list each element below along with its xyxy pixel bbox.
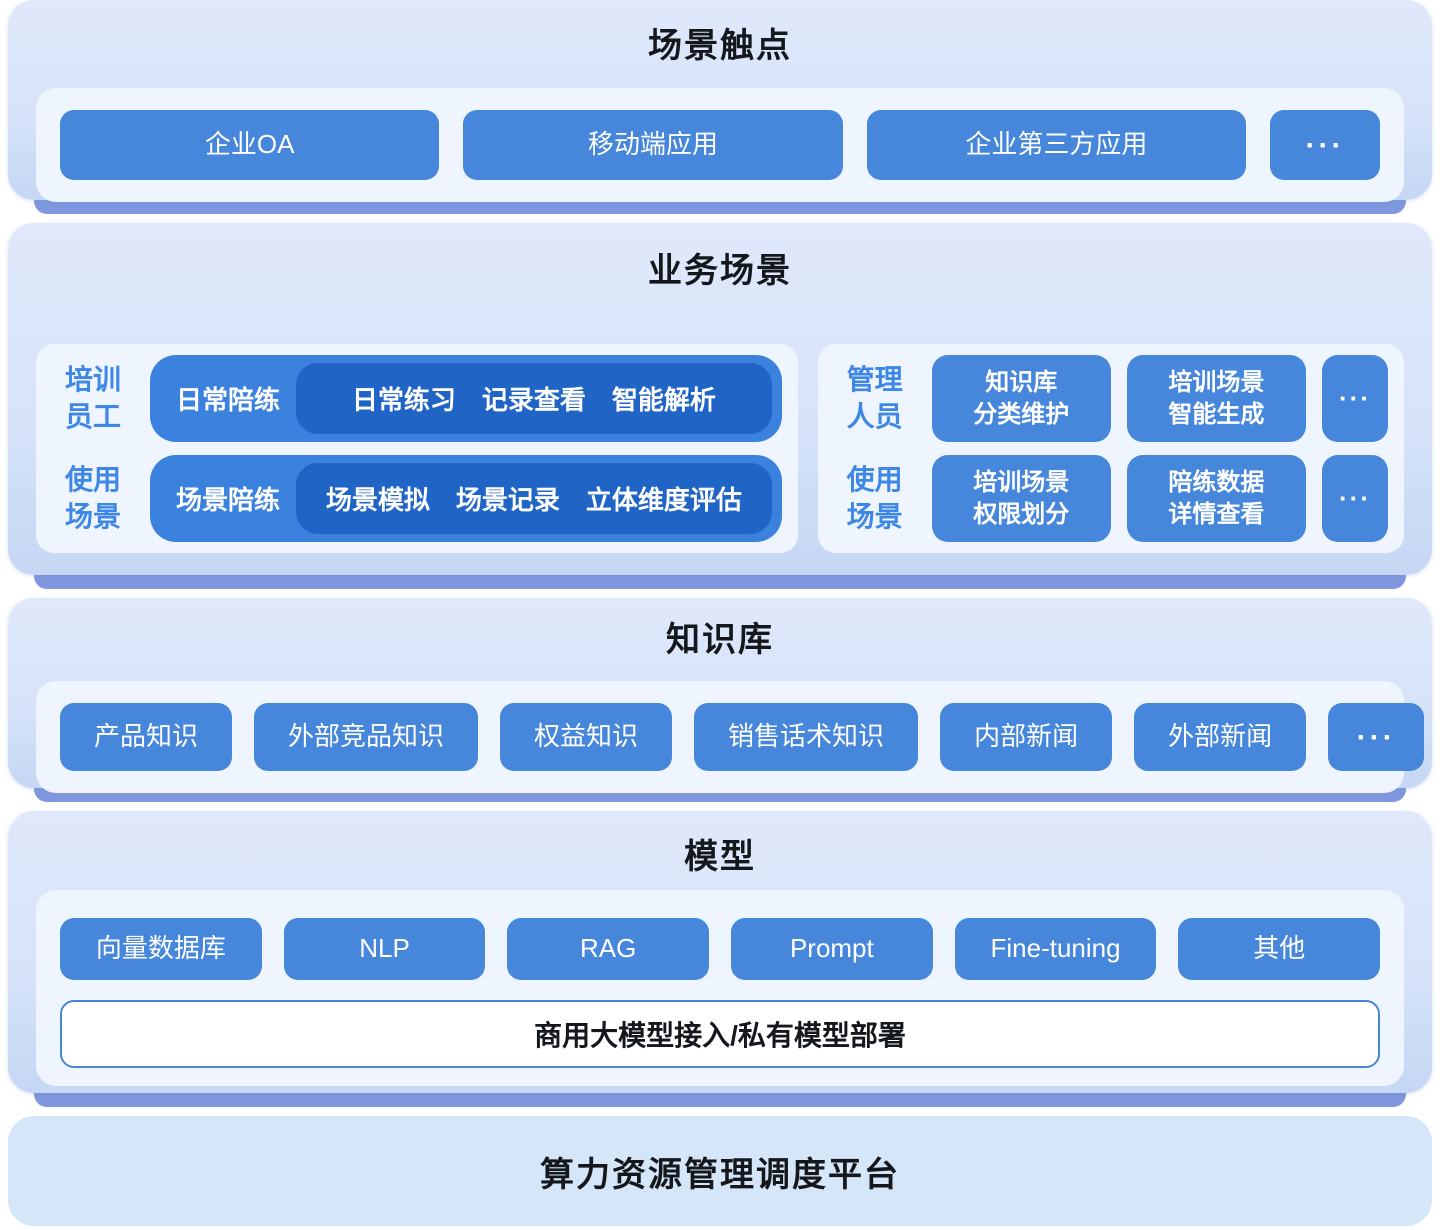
- chip-manager-more-2: ···: [1322, 455, 1388, 542]
- compute-platform-bar: 算力资源管理调度平台: [8, 1116, 1432, 1226]
- chip-product-knowledge: 产品知识: [60, 703, 233, 771]
- chip-fine-tuning: Fine-tuning: [954, 918, 1157, 980]
- model-card: 向量数据库 NLP RAG Prompt Fine-tuning 其他 商用大模…: [36, 890, 1404, 1086]
- scene-touchpoints-title: 场景触点: [648, 27, 792, 65]
- daily-sparring-row: 培训 员工 日常陪练 日常练习 记录查看 智能解析: [52, 355, 782, 442]
- chip-manager-more-1: ···: [1322, 355, 1388, 442]
- chip-nlp: NLP: [283, 918, 486, 980]
- label-training-staff: 培训 员工: [64, 364, 121, 432]
- business-scenes-body: 培训 员工 日常陪练 日常练习 记录查看 智能解析 使用 场景 场景陪练 场景模…: [36, 344, 1404, 553]
- chip-scene-permission: 培训场景 权限划分: [931, 455, 1111, 542]
- chip-competitor-knowledge: 外部竞品知识: [254, 703, 479, 771]
- scene-touchpoints-panel: 场景触点 企业OA 移动端应用 企业第三方应用 ···: [8, 0, 1432, 202]
- label-managers: 管理 人员: [846, 364, 903, 432]
- chip-third-party-app: 企业第三方应用: [866, 110, 1246, 180]
- chip-mobile-app: 移动端应用: [463, 110, 843, 180]
- chip-knowledge-more: ···: [1328, 703, 1425, 771]
- chip-other-model: 其他: [1178, 918, 1381, 980]
- chip-knowledge-base-maintenance: 知识库 分类维护: [931, 355, 1111, 442]
- business-scenes-panel: 业务场景 培训 员工 日常陪练 日常练习 记录查看 智能解析 使用 场景 场景陪…: [8, 223, 1432, 575]
- daily-sparring-label: 日常陪练: [176, 385, 281, 415]
- manager-scenes-card: 管理 人员 知识库 分类维护 培训场景 智能生成 ··· 使用 场景 培训场景 …: [817, 344, 1404, 553]
- knowledge-base-panel: 知识库 产品知识 外部竞品知识 权益知识 销售话术知识 内部新闻 外部新闻 ··…: [8, 598, 1432, 793]
- chip-scene-auto-generation: 培训场景 智能生成: [1126, 355, 1306, 442]
- scene-sparring-row: 使用 场景 场景陪练 场景模拟 场景记录 立体维度评估: [52, 455, 782, 542]
- scene-sparring-label: 场景陪练: [176, 485, 281, 515]
- scene-touchpoints-tray: 企业OA 移动端应用 企业第三方应用 ···: [36, 88, 1404, 202]
- manager-row-1: 管理 人员 知识库 分类维护 培训场景 智能生成 ···: [834, 355, 1388, 442]
- layer-business-scenes: 业务场景 培训 员工 日常陪练 日常练习 记录查看 智能解析 使用 场景 场景陪…: [8, 223, 1432, 589]
- chip-vector-database: 向量数据库: [60, 918, 262, 980]
- employee-scenes-card: 培训 员工 日常陪练 日常练习 记录查看 智能解析 使用 场景 场景陪练 场景模…: [36, 344, 798, 553]
- chip-benefits-knowledge: 权益知识: [500, 703, 673, 771]
- panel-3d-edge: [34, 200, 1406, 214]
- layer-scene-touchpoints: 场景触点 企业OA 移动端应用 企业第三方应用 ···: [8, 0, 1432, 214]
- layer-model: 模型 向量数据库 NLP RAG Prompt Fine-tuning 其他 商…: [8, 811, 1432, 1107]
- daily-sparring-detail: 日常练习 记录查看 智能解析: [296, 363, 772, 434]
- chip-enterprise-oa: 企业OA: [60, 110, 440, 180]
- daily-sparring-pill: 日常陪练 日常练习 记录查看 智能解析: [150, 355, 782, 442]
- label-usage-scenes-left: 使用 场景: [64, 464, 121, 532]
- model-chip-row: 向量数据库 NLP RAG Prompt Fine-tuning 其他: [60, 918, 1381, 980]
- chip-internal-news: 内部新闻: [940, 703, 1113, 771]
- chip-rag: RAG: [507, 918, 710, 980]
- label-usage-scenes-right: 使用 场景: [846, 464, 903, 532]
- layer-knowledge-base: 知识库 产品知识 外部竞品知识 权益知识 销售话术知识 内部新闻 外部新闻 ··…: [8, 598, 1432, 802]
- chip-touchpoints-more: ···: [1269, 110, 1380, 180]
- manager-row-2: 使用 场景 培训场景 权限划分 陪练数据 详情查看 ···: [834, 455, 1388, 542]
- chip-external-news: 外部新闻: [1134, 703, 1307, 771]
- business-scenes-title: 业务场景: [648, 252, 792, 290]
- panel-3d-edge: [34, 1093, 1406, 1107]
- chip-sales-script-knowledge: 销售话术知识: [694, 703, 919, 771]
- scene-sparring-detail: 场景模拟 场景记录 立体维度评估: [296, 463, 772, 534]
- model-access-bar: 商用大模型接入/私有模型部署: [60, 1000, 1380, 1068]
- chip-sparring-data-detail: 陪练数据 详情查看: [1126, 455, 1306, 542]
- panel-3d-edge: [34, 575, 1406, 589]
- model-panel: 模型 向量数据库 NLP RAG Prompt Fine-tuning 其他 商…: [8, 811, 1432, 1093]
- knowledge-base-title: 知识库: [666, 621, 774, 659]
- scene-sparring-pill: 场景陪练 场景模拟 场景记录 立体维度评估: [150, 455, 782, 542]
- model-title: 模型: [684, 838, 756, 876]
- chip-prompt: Prompt: [731, 918, 933, 980]
- knowledge-base-tray: 产品知识 外部竞品知识 权益知识 销售话术知识 内部新闻 外部新闻 ···: [36, 681, 1425, 793]
